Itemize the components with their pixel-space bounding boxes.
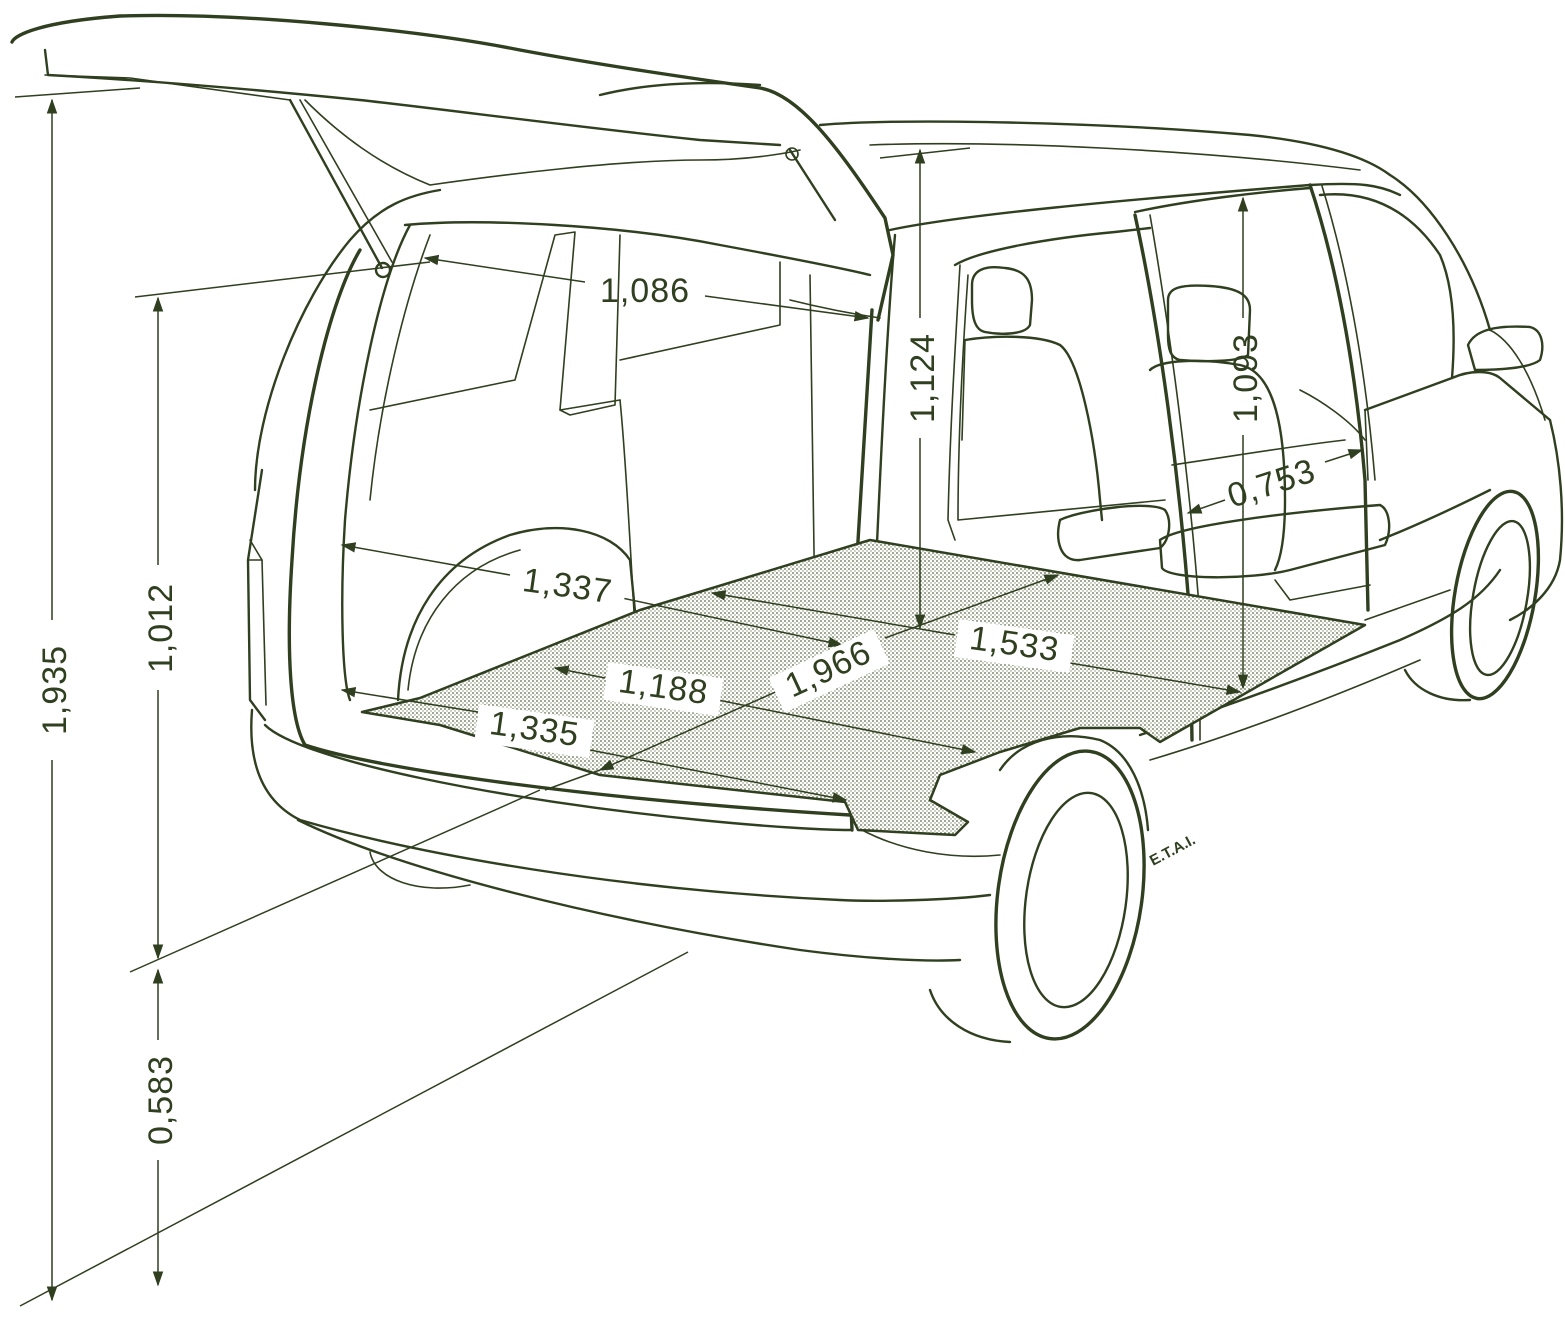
front-wheel (1403, 489, 1541, 702)
roof (818, 120, 1492, 332)
dim-side-door-width: 0,753 (1223, 452, 1320, 516)
rear-opening-frame (287, 248, 852, 817)
side-window-rear (1318, 193, 1455, 412)
dim-width-wheel-arches: 1,337 (520, 561, 615, 611)
dim-opening-width-top: 1,086 (600, 272, 690, 310)
front-seat-headrest (970, 266, 1034, 335)
dim-interior-height-front: 1,124 (904, 333, 942, 423)
front-seat-back (963, 335, 1104, 522)
dim-floor-to-roof-opening: 1,012 (142, 583, 180, 673)
seats (961, 266, 1391, 601)
rear-wheel (928, 735, 1150, 1044)
rear-seat-headrest (1166, 284, 1252, 363)
wheel-arch-interior (396, 526, 639, 702)
side-mirror (1466, 325, 1544, 372)
dim-overall-height: 1,935 (36, 645, 74, 735)
tailgate-outer (10, 13, 895, 322)
strut-left (288, 98, 384, 270)
dim-sill-height: 0,583 (142, 1055, 180, 1145)
side-window-front (953, 226, 1152, 267)
dimension-lines (46, 98, 1364, 1302)
rear-bumper (250, 708, 992, 902)
left-rear-body (253, 188, 442, 492)
van-body (10, 13, 1564, 1044)
sliding-door-front-edge (1133, 213, 1194, 742)
tailgate-inner (43, 48, 782, 147)
dim-interior-height-side: 1,093 (1227, 333, 1265, 423)
publisher-credit: E.T.A.I. (1147, 831, 1198, 869)
dimension-labels: 1,935 1,012 0,583 1,086 1,124 1,093 0,75… (36, 272, 1320, 1145)
strut-right (788, 148, 837, 222)
